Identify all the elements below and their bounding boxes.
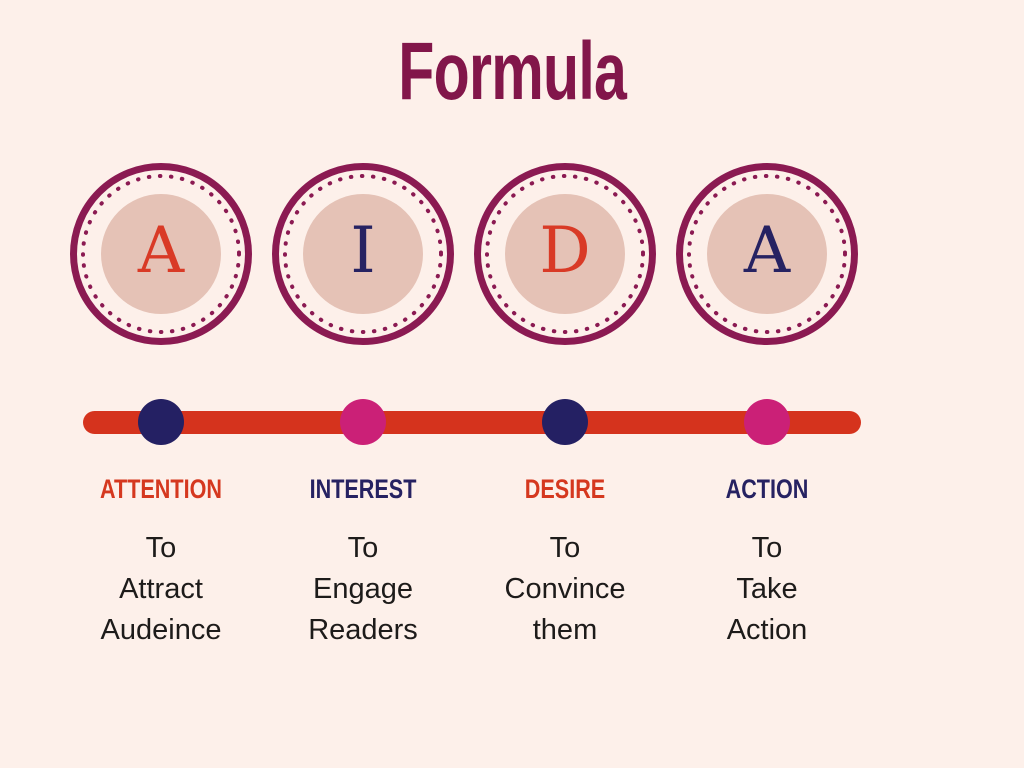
dotted-ring-icon <box>687 174 847 334</box>
step-description-attention: To Attract Audeince <box>60 528 262 651</box>
timeline-dot-attention <box>138 399 184 445</box>
badge-row: A I D <box>60 163 868 345</box>
desc-line: Action <box>726 614 808 646</box>
step-label-desire: DESIRE <box>524 474 606 504</box>
page-title: Formula <box>398 26 627 117</box>
badge-inner-circle: I <box>303 194 423 314</box>
step-label-attention: ATTENTION <box>100 474 222 504</box>
timeline-dot-interest <box>340 399 386 445</box>
badge-inner-circle: A <box>101 194 221 314</box>
badge-desire: D <box>474 163 656 345</box>
description-row: To Attract Audeince To Engage Readers To… <box>60 528 868 651</box>
badge-inner-circle: D <box>505 194 625 314</box>
badge-action: A <box>676 163 858 345</box>
desc-line: To <box>549 532 581 564</box>
step-label-action: ACTION <box>725 474 809 504</box>
label-row: ATTENTION INTEREST DESIRE ACTION <box>60 474 868 505</box>
timeline-dot-desire <box>542 399 588 445</box>
desc-line: Take <box>736 573 798 605</box>
timeline-bar <box>83 411 861 434</box>
desc-line: Readers <box>308 614 418 646</box>
badge-letter: A <box>743 214 791 288</box>
badge-letter: D <box>539 214 591 288</box>
desc-line: Audeince <box>100 614 222 646</box>
badge-interest: I <box>272 163 454 345</box>
desc-line: To <box>751 532 783 564</box>
timeline-dot-action <box>744 399 790 445</box>
badge-attention: A <box>70 163 252 345</box>
desc-line: To <box>145 532 177 564</box>
dotted-ring-icon <box>283 174 443 334</box>
desc-line: Convince <box>504 573 626 605</box>
badge-letter: A <box>137 214 185 288</box>
step-description-action: To Take Action <box>666 528 868 651</box>
step-description-desire: To Convince them <box>464 528 666 651</box>
badge-inner-circle: A <box>707 194 827 314</box>
badge-letter: I <box>350 214 376 288</box>
desc-line: Attract <box>119 573 203 605</box>
desc-line: Engage <box>313 573 413 605</box>
dotted-ring-icon <box>485 174 645 334</box>
desc-line: To <box>347 532 379 564</box>
desc-line: them <box>532 614 598 646</box>
step-label-interest: INTEREST <box>309 474 417 504</box>
title-container: Formula <box>0 26 1024 118</box>
dotted-ring-icon <box>81 174 241 334</box>
step-description-interest: To Engage Readers <box>262 528 464 651</box>
